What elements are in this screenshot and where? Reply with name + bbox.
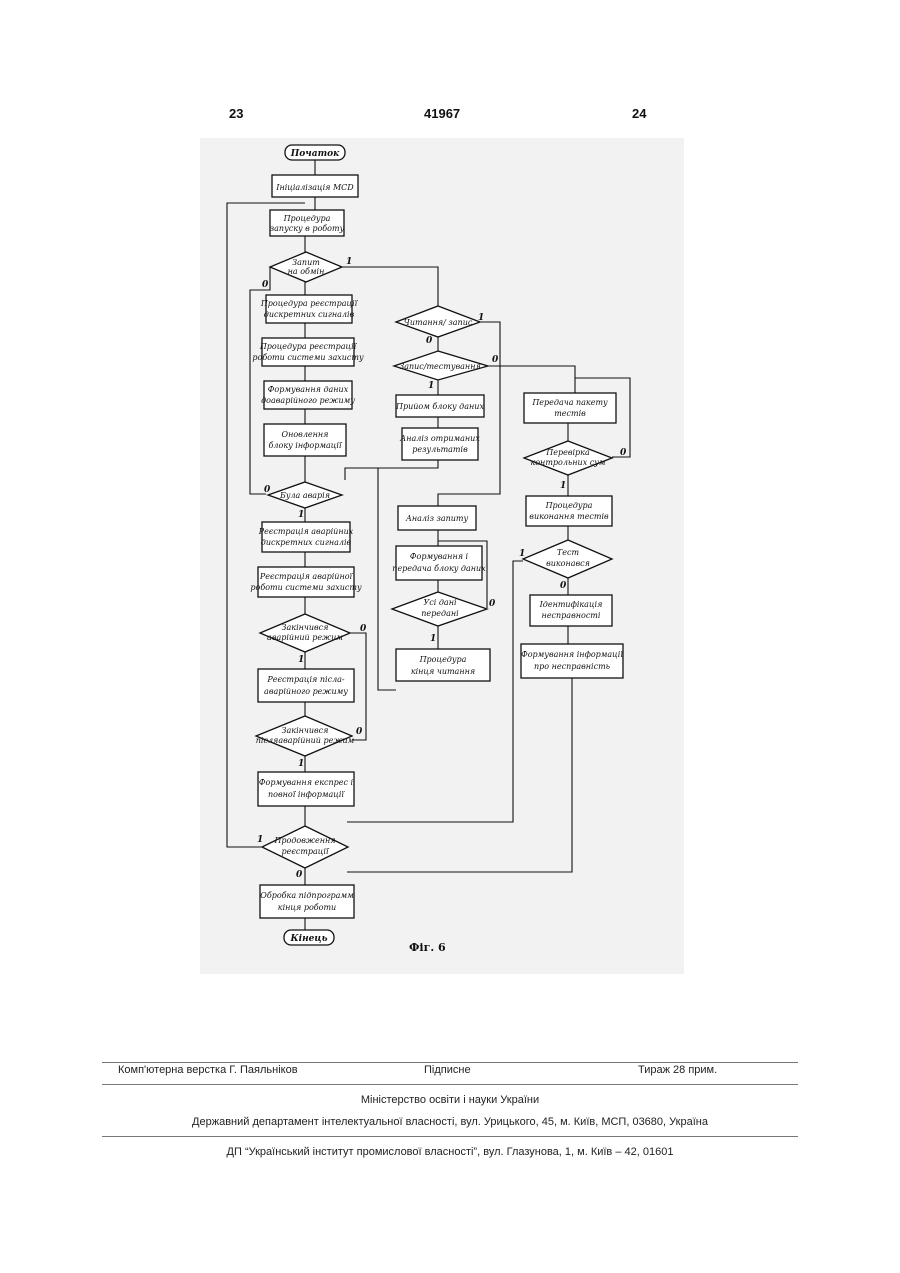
run-tests-label-2: виконання тестів [529, 512, 609, 521]
all-sent-label-1: Усі дані [423, 598, 456, 607]
test-yes-label: 1 [519, 549, 525, 559]
exchange-no-label: 0 [262, 280, 269, 290]
rw-yes-label: 1 [478, 313, 484, 323]
update-block-label-1: Оновлення [282, 430, 329, 439]
launch-label-2: запуску в роботу [270, 224, 345, 233]
finish-proc-label-1: Обробка підпрограмм [260, 891, 354, 900]
test-passed-label-2: виконався [546, 559, 590, 568]
analysis-results-box [402, 428, 478, 460]
reg-protection-label-2: роботи системи захисту [252, 353, 364, 362]
checksum-label-1: Перевірка [545, 448, 590, 457]
emerg-ended-label-1: Закінчився [282, 623, 329, 632]
write-test-label: Запис/тестування [399, 362, 481, 371]
reg-emerg-protection-label-2: роботи системи захисту [250, 583, 362, 592]
footer-rule-top [102, 1062, 798, 1063]
allsent-yes-label: 1 [430, 634, 436, 644]
identify-label-2: несправності [542, 611, 601, 620]
rw-no-label: 0 [426, 336, 433, 346]
post-no-label: 0 [356, 727, 363, 737]
form-emergency-label-2: доаварійного режиму [261, 396, 355, 405]
form-send-label-2: передача блоку даних [392, 564, 486, 573]
test-no-label: 0 [560, 581, 567, 591]
form-fault-label-1: Формування інформації [521, 650, 624, 659]
allsent-no-label: 0 [489, 599, 496, 609]
reg-emerg-discrete-label-2: дискретних сигналів [261, 538, 352, 547]
exchange-yes-label: 1 [346, 257, 352, 267]
checksum-label-2: контрольних сум [530, 458, 605, 467]
was-accident-label: Була аварія [279, 491, 330, 500]
reg-emerg-protection-label-1: Реєстрація аварійної [259, 572, 354, 581]
continue-yes-label: 1 [257, 835, 263, 845]
footer-signed: Підписне [424, 1064, 471, 1076]
analysis-results-label-1: Аналіз отриманих [399, 434, 480, 443]
form-express-label-2: повної інформації [268, 790, 345, 799]
form-send-label-1: Формування і [410, 552, 469, 561]
init-label: Ініціалізація МСD [275, 183, 354, 192]
finish-proc-box [260, 885, 354, 918]
wt-no-label: 0 [492, 355, 499, 365]
emerg-no-label: 0 [360, 624, 367, 634]
emerg-yes-label: 1 [298, 655, 304, 665]
reg-discrete-label-2: дискретних сигналів [264, 310, 355, 319]
form-fault-label-2: про несправність [534, 662, 610, 671]
checksum-no-label: 0 [620, 448, 627, 458]
receive-block-label: Прийом блоку даних [395, 402, 484, 411]
test-packet-label-1: Передача пакету [531, 398, 608, 407]
identify-label-1: Ідентифікація [539, 600, 603, 609]
wt-yes-label: 1 [428, 381, 434, 391]
read-end-label-2: кінця читання [411, 667, 475, 676]
post-yes-label: 1 [298, 759, 304, 769]
form-express-label-1: Формування експрес і [259, 778, 354, 787]
start-label: Початок [290, 149, 340, 159]
exchange-label-1: Запит [292, 258, 320, 267]
update-block-label-2: блоку інформації [269, 441, 343, 450]
launch-label-1: Процедура [283, 214, 331, 223]
post-ended-label-1: Закінчився [282, 726, 329, 735]
run-tests-label-1: Процедура [545, 501, 593, 510]
reg-post-box [258, 669, 354, 702]
all-sent-label-2: передані [421, 609, 459, 618]
checksum-yes-label: 1 [560, 481, 566, 491]
continue-label-1: Продовження [273, 836, 335, 845]
reg-discrete-label-1: Процедура реєстрації [260, 299, 359, 308]
emerg-ended-label-2: аварійний режим [267, 633, 343, 642]
end-label: Кінець [289, 934, 327, 944]
figure-caption: Фіг. 6 [409, 941, 446, 954]
finish-proc-label-2: кінця роботи [278, 903, 336, 912]
footer-layout-credit: Комп'ютерна верстка Г. Паяльніков [118, 1064, 298, 1076]
analysis-results-label-2: результатів [412, 445, 468, 454]
accident-yes-label: 1 [298, 510, 304, 520]
reg-emerg-discrete-label-1: Реєстрація аварійних [258, 527, 354, 536]
footer-rule-middle [102, 1084, 798, 1085]
footer-rule-bottom [102, 1136, 798, 1137]
footer-institute: ДП “Український інститут промислової вла… [0, 1146, 900, 1158]
accident-no-label: 0 [264, 485, 271, 495]
footer-department: Державний департамент інтелектуальної вл… [0, 1116, 900, 1128]
flowchart: Початок Кінець Ініціалізація МСD Процеду… [200, 138, 684, 974]
post-ended-label-2: післяаварійний режим [256, 736, 355, 745]
exchange-label-2: на обмін [288, 267, 325, 276]
update-block-box [264, 424, 346, 456]
footer-ministry: Міністерство освіти і науки України [0, 1094, 900, 1106]
continue-label-2: реєстрації [282, 847, 330, 856]
page-number-left: 23 [229, 106, 243, 121]
request-analysis-label: Аналіз запиту [405, 514, 469, 523]
continue-no-label: 0 [296, 870, 303, 880]
reg-post-label-2: аварійного режиму [264, 687, 348, 696]
read-end-label-1: Процедура [419, 655, 467, 664]
form-emergency-label-1: Формування даних [268, 385, 349, 394]
reg-protection-label-1: Процедура реєстрації [259, 342, 358, 351]
test-packet-label-2: тестів [554, 409, 586, 418]
reg-post-label-1: Реєстрація післа- [266, 675, 345, 684]
footer-print-run: Тираж 28 прим. [638, 1064, 717, 1076]
read-end-box [396, 649, 490, 681]
flowchart-figure: Початок Кінець Ініціалізація МСD Процеду… [200, 138, 684, 974]
test-passed-label-1: Тест [557, 548, 580, 557]
read-write-label: Читання/ запис [404, 318, 473, 327]
page-number-right: 24 [632, 106, 646, 121]
patent-number: 41967 [424, 106, 460, 121]
